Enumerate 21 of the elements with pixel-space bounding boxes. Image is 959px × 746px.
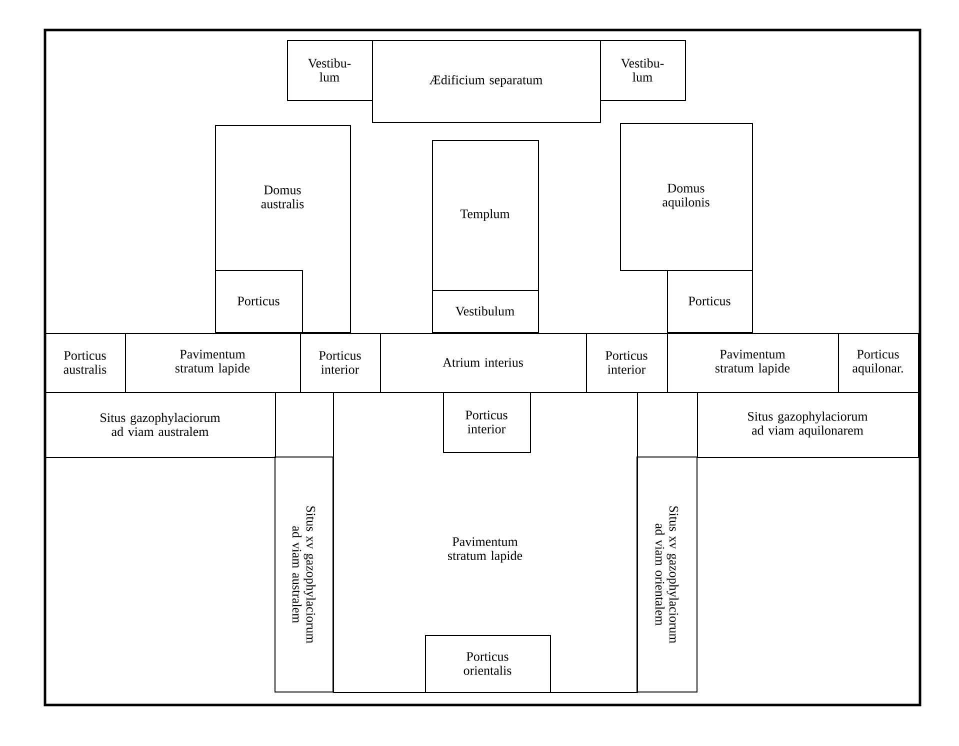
- plan-room: Situs gazophylaciorum ad viam aquilonarem: [697, 392, 919, 458]
- plan-room: Porticus orientalis: [425, 635, 551, 693]
- plan-room: Ædificium separatum: [372, 40, 601, 123]
- plan-room: Situs xv gazophylaciorum ad viam australem: [274, 456, 334, 692]
- plan-room: Porticus interior: [443, 392, 531, 453]
- plan-room: Porticus australis: [45, 333, 126, 393]
- plan-room: Situs xv gazophylaciorum ad viam orientalem: [636, 456, 698, 692]
- plan-room: Porticus: [215, 270, 303, 333]
- plan-room: Pavimentum stratum lapide: [125, 333, 301, 393]
- plan-room: Atrium interius: [380, 333, 587, 393]
- plan-room: Pavimentum stratum lapide: [667, 333, 839, 393]
- vestibule-room: Vestibulum: [432, 290, 539, 333]
- vestibule-room: Vestibu- lum: [600, 40, 686, 101]
- plan-room: Porticus interior: [300, 333, 381, 393]
- vestibule-room: Vestibu- lum: [287, 40, 373, 101]
- plan-room: Domus aquilonis: [620, 123, 753, 271]
- plan-room: Templum: [432, 140, 539, 291]
- plan-room: Porticus: [667, 270, 753, 333]
- plan-room: Porticus interior: [586, 333, 668, 393]
- plan-room: Situs gazophylaciorum ad viam australem: [45, 392, 276, 458]
- plan-room: Porticus aquilonar.: [838, 333, 919, 393]
